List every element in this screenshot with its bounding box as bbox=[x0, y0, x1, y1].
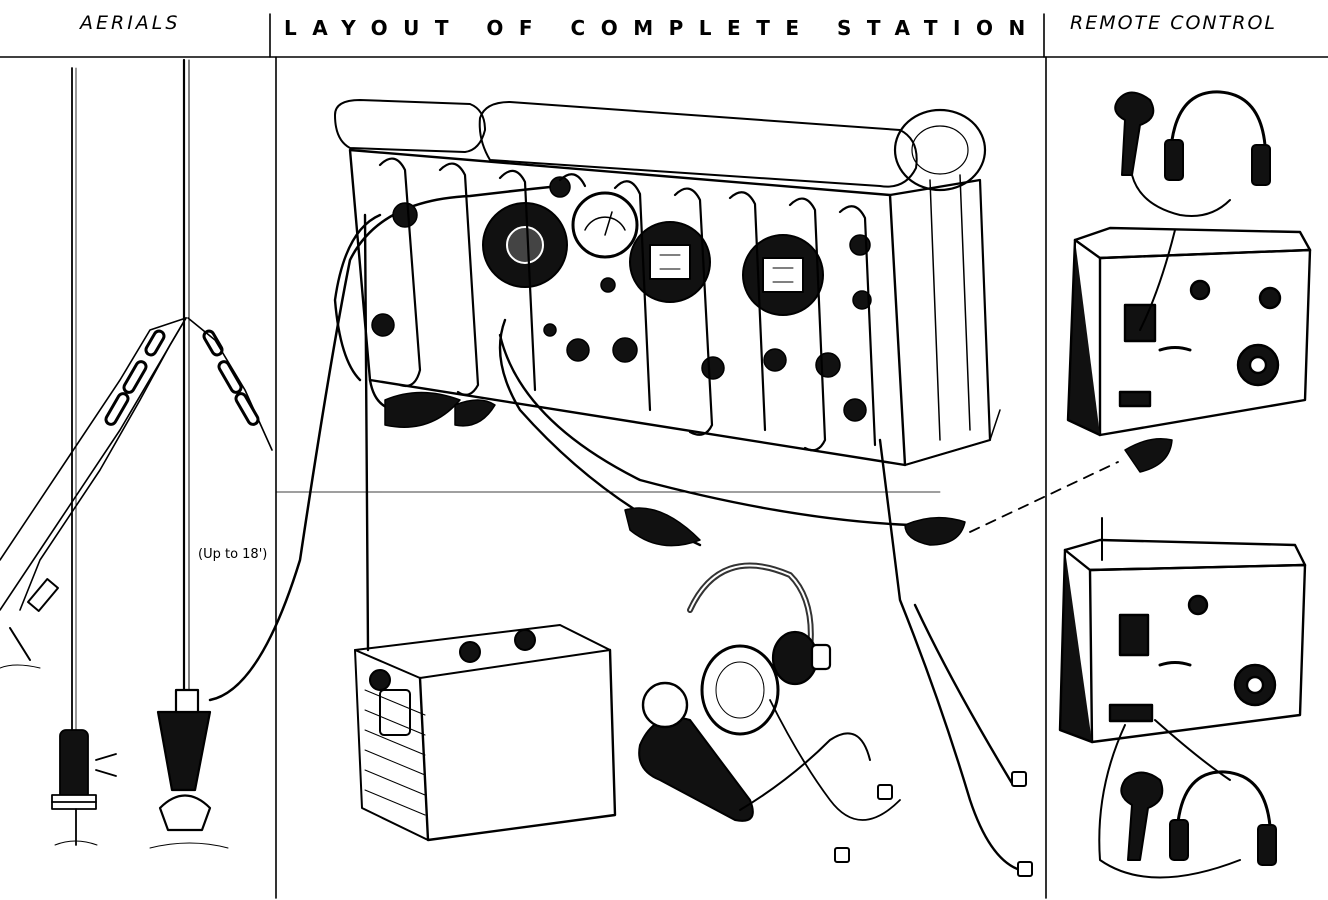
rod-aerial-left bbox=[51, 67, 117, 846]
remote-handset-bottom bbox=[1098, 719, 1277, 879]
station-layout-heading: LAYOUT OF COMPLETE STATION bbox=[284, 16, 1041, 40]
guy-ropes bbox=[0, 317, 273, 611]
mast-aerial bbox=[149, 58, 229, 849]
station-hand-microphone bbox=[638, 681, 871, 822]
transceiver-case bbox=[334, 99, 1001, 467]
remote-unit-top bbox=[1066, 226, 1312, 437]
remote-link-dashed bbox=[969, 461, 1119, 533]
guy-peg bbox=[0, 578, 60, 669]
loose-plugs bbox=[834, 771, 1033, 877]
meter-dial bbox=[571, 191, 639, 259]
tuning-dial-centre bbox=[629, 221, 711, 303]
tuning-dial-right bbox=[742, 234, 824, 316]
panel-guard-rails bbox=[378, 157, 877, 452]
headset-lead bbox=[769, 699, 901, 821]
mast-height-note: (Up to 18') bbox=[198, 547, 268, 562]
remote-unit-bottom bbox=[1058, 517, 1307, 744]
station-headphones bbox=[687, 562, 832, 736]
remote-control-heading: REMOTE CONTROL bbox=[1070, 12, 1277, 34]
aerials-heading: AERIALS bbox=[80, 12, 181, 34]
aerial-feeder-cable bbox=[208, 184, 562, 702]
cable-plugs bbox=[384, 391, 1173, 547]
battery bbox=[354, 624, 617, 842]
guy-chain-links bbox=[104, 329, 260, 426]
remote-handset-top bbox=[1114, 90, 1271, 331]
tuning-dial-left bbox=[482, 202, 568, 288]
